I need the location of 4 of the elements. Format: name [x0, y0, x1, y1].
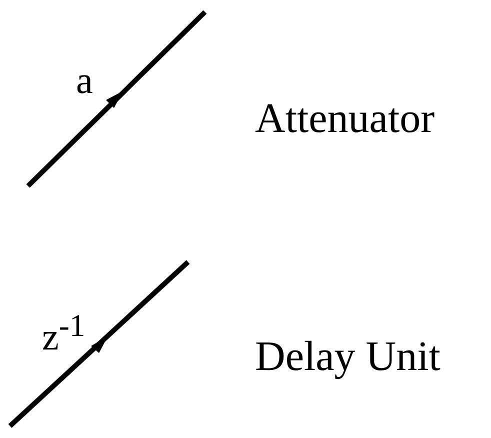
gain-label: z$^{-1}$ — [42, 310, 86, 357]
symbol-caption: Attenuator — [255, 98, 435, 140]
gain-label: a — [76, 62, 93, 100]
symbol-caption: Delay Unit — [255, 336, 440, 378]
